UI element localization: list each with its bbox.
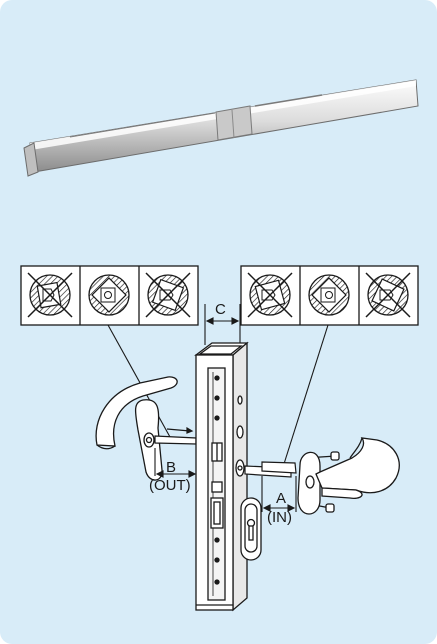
dimension-b-label: B: [166, 459, 177, 476]
tile-icon-left-2: [88, 274, 130, 316]
right-spindle: [244, 461, 297, 478]
dimension-a-tag: (IN): [267, 509, 292, 526]
cylinder-escutcheon-icon: [240, 497, 262, 561]
dimension-a-label: A: [276, 490, 287, 507]
tile-icon-right-3: [365, 272, 411, 318]
dimension-c-label: C: [215, 301, 226, 318]
tile-icon-right-1: [247, 272, 293, 318]
spindle-bar-icon: [23, 79, 419, 177]
tile-icon-right-2: [308, 274, 350, 316]
tile-icon-left-3: [145, 272, 191, 318]
tile-icon-left-1: [27, 272, 73, 318]
dimension-c: [204, 304, 241, 345]
left-leader-line: [107, 324, 171, 438]
right-handle-icon: [297, 437, 400, 515]
dimension-b-tag: (OUT): [149, 477, 191, 494]
right-leader-line: [282, 324, 329, 468]
lock-profile: [194, 341, 249, 612]
dimension-a: [261, 476, 297, 512]
left-spindle: [154, 426, 197, 445]
